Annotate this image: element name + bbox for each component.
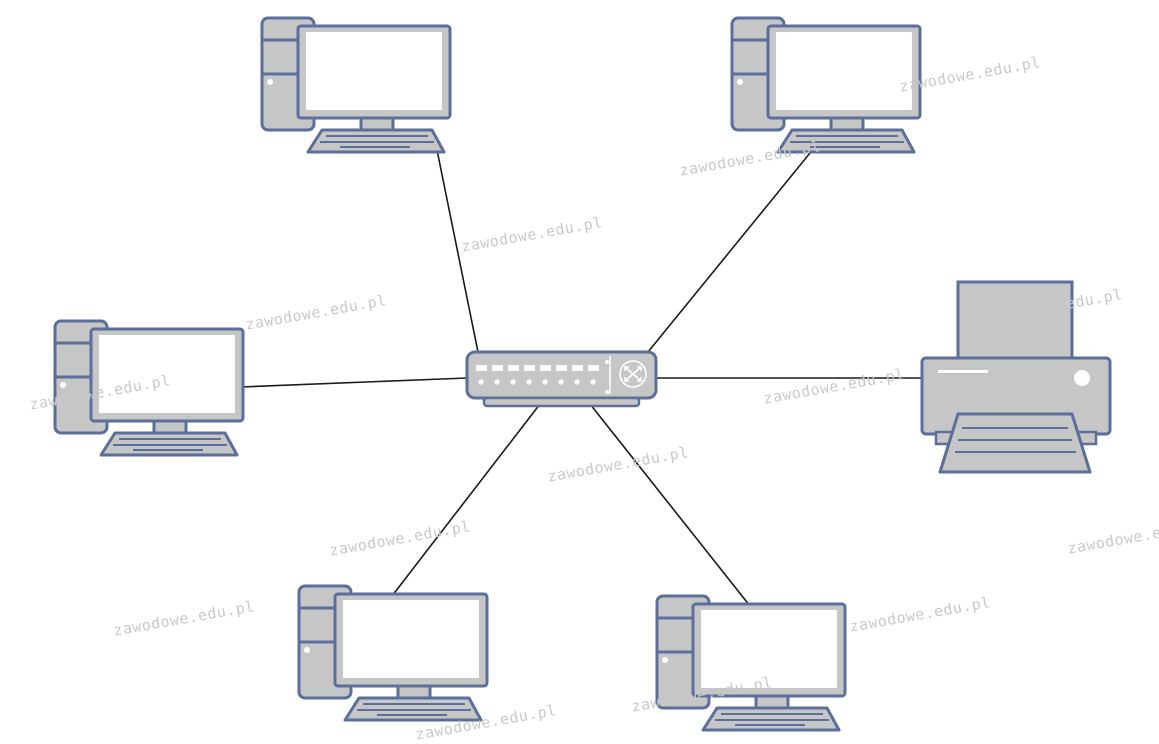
link-pc-top-right [647,152,811,353]
pc-bottom-left [297,584,489,722]
pc-left [53,319,245,457]
network-links [239,149,922,607]
link-pc-bottom-right [589,403,751,607]
network-switch-icon [465,350,658,408]
link-pc-top-left [436,149,479,353]
pc-top-right [730,16,922,154]
printer-icon [920,280,1112,474]
pc-top-left [260,16,452,154]
link-pc-left [239,377,468,388]
pc-bottom-right [655,594,847,732]
link-pc-bottom-left [391,403,541,597]
